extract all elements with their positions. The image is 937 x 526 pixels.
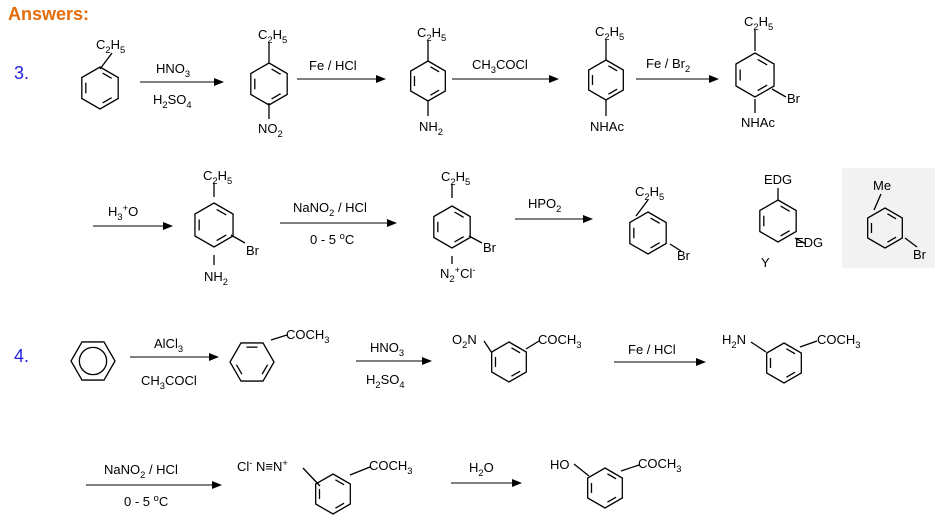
arrow-r6: NaNO2 / HCl 0 - 5 oC: [280, 200, 397, 247]
ring-benzene: [70, 341, 116, 381]
reagent-top: Fe / HCl: [628, 342, 676, 357]
reagent-top: Fe / HCl: [309, 58, 357, 73]
edg-label: EDG: [764, 172, 792, 187]
arrow-r11: NaNO2 / HCl 0 - 5 oC: [86, 462, 222, 509]
ring-ethylbenzene: [81, 66, 119, 110]
reagent-bottom: H2SO4: [153, 92, 192, 110]
nhac-label: NHAc: [590, 119, 624, 134]
reagent-top: NaNO2 / HCl: [104, 462, 178, 480]
reagent-top: CH3COCl: [472, 57, 528, 75]
diazonium-left-label: Cl- N≡N+: [237, 458, 288, 474]
reagent-top: NaNO2 / HCl: [293, 200, 367, 218]
acetophenone: COCH3: [270, 327, 329, 345]
ring-ethylacetanilide: [588, 59, 624, 101]
nh2-label: NH2: [204, 269, 228, 287]
arrow-r3: CH3COCl: [452, 57, 559, 83]
reagent-top: Fe / Br2: [646, 56, 690, 74]
answers-heading: Answers:: [8, 4, 89, 24]
reagent-bottom: 0 - 5 oC: [124, 493, 168, 509]
c2h5-label: C2H5: [258, 27, 287, 45]
o2n-label: O2N: [452, 332, 477, 350]
arrow-r2: Fe / HCl: [297, 58, 386, 83]
diazonium-label: N2+Cl-: [440, 265, 475, 284]
reagent-bottom: CH3COCl: [141, 373, 197, 391]
arrow-r7: HPO2: [515, 196, 593, 223]
ring-m-aminoacetophenone: [766, 342, 802, 384]
ring-m-bromoethylbenzene: [629, 211, 667, 255]
br-label: Br: [483, 240, 497, 255]
h2n-label: H2N: [722, 332, 746, 350]
reagent-top: HNO3: [370, 340, 404, 358]
bromo-ethyl-diazonium: C2H5 Br N2+Cl-: [440, 169, 497, 284]
ethylbenzene: C2H5: [96, 37, 125, 70]
ethylaniline: C2H5 NH2: [417, 25, 446, 137]
c2h5-label: C2H5: [635, 184, 664, 202]
reagent-bottom: 0 - 5 oC: [310, 231, 354, 247]
edg-pattern: EDG EDG Y: [761, 172, 823, 270]
ring-ethylaniline: [410, 60, 446, 102]
arrow-r9: HNO3 H2SO4: [356, 340, 432, 390]
ring-edg-pattern: [759, 199, 797, 243]
br-label: Br: [677, 248, 691, 263]
c2h5-label: C2H5: [96, 37, 125, 55]
ethylnitrobenzene: C2H5 NO2: [258, 27, 287, 139]
ring-acetyl-diazonium: [315, 473, 351, 515]
ring-bromo-ethylaniline: [194, 202, 234, 248]
bromo-ethylaniline: C2H5 Br NH2: [203, 168, 260, 287]
ethylacetanilide: C2H5 NHAc: [590, 24, 624, 134]
m-aminoacetophenone: H2N COCH3: [722, 332, 860, 353]
m-nitroacetophenone: O2N COCH3: [452, 332, 581, 354]
arrow-r12: H2O: [451, 460, 522, 487]
reagent-top: H3+O: [108, 203, 138, 222]
coch3-label: COCH3: [638, 456, 681, 474]
coch3-label: COCH3: [817, 332, 860, 350]
ring-m-nitroacetophenone: [491, 341, 527, 383]
m-bromotoluene: Me Br: [873, 178, 927, 262]
arrow-r8: AlCl3 CH3COCl: [130, 336, 219, 391]
m-hydroxyacetophenone: HO COCH3: [550, 456, 681, 477]
problem-number-4: 4.: [14, 346, 29, 366]
ring-bromo-ethylacetanilide: [735, 52, 775, 98]
benzene-rings: [70, 52, 903, 515]
arrow-r1: HNO3 H2SO4: [140, 61, 224, 110]
coch3-label: COCH3: [538, 332, 581, 350]
coch3-label: COCH3: [369, 458, 412, 476]
arrow-r4: Fe / Br2: [636, 56, 719, 83]
problem-number-3: 3.: [14, 63, 29, 83]
reagent-top: HNO3: [156, 61, 190, 79]
acetyl-diazonium: Cl- N≡N+ COCH3: [237, 458, 412, 487]
reagent-top: HPO2: [528, 196, 561, 214]
nhac-label: NHAc: [741, 115, 775, 130]
br-label: Br: [787, 91, 801, 106]
arrow-r10: Fe / HCl: [614, 342, 706, 366]
reagent-top: AlCl3: [154, 336, 183, 354]
c2h5-label: C2H5: [744, 14, 773, 32]
bromo-ethylacetanilide: C2H5 Br NHAc: [741, 14, 801, 130]
c2h5-label: C2H5: [441, 169, 470, 187]
ring-m-bromotoluene: [867, 207, 903, 249]
ho-label: HO: [550, 457, 570, 472]
y-label: Y: [761, 255, 770, 270]
m-bromoethylbenzene: C2H5 Br: [635, 184, 691, 263]
reagent-bottom: H2SO4: [366, 372, 405, 390]
c2h5-label: C2H5: [417, 25, 446, 43]
ring-ethylnitrobenzene: [250, 62, 288, 106]
me-label: Me: [873, 178, 891, 193]
nh2-label: NH2: [419, 119, 443, 137]
ring-m-hydroxyacetophenone: [587, 467, 623, 509]
ring-bromo-ethyl-diazonium: [433, 205, 471, 249]
br-label: Br: [246, 243, 260, 258]
c2h5-label: C2H5: [595, 24, 624, 42]
ring-acetophenone: [229, 342, 275, 382]
br-label: Br: [913, 247, 927, 262]
c2h5-label: C2H5: [203, 168, 232, 186]
coch3-label: COCH3: [286, 327, 329, 345]
reference-panel: [842, 168, 935, 268]
edg-label: EDG: [795, 235, 823, 250]
reagent-top: H2O: [469, 460, 494, 478]
no2-label: NO2: [258, 121, 283, 139]
arrow-r5: H3+O: [93, 203, 173, 230]
